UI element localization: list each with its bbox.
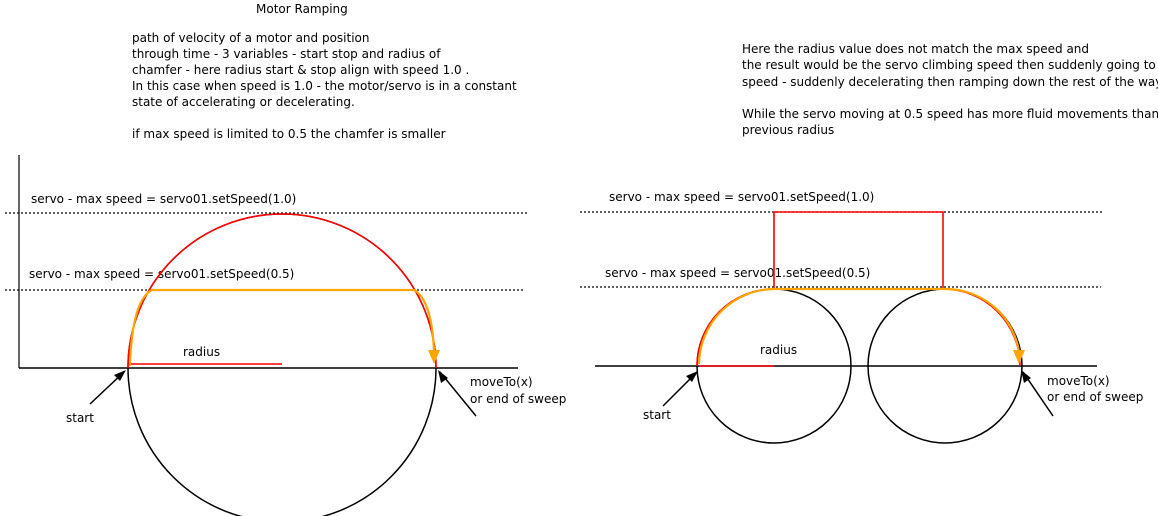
left-speed-05-arrowhead xyxy=(428,350,440,364)
right-diagram: servo - max speed = servo01.setSpeed(1.0… xyxy=(580,190,1143,444)
left-description-line: through time - 3 variables - start stop … xyxy=(132,47,441,61)
left-max-speed-1-label: servo - max speed = servo01.setSpeed(1.0… xyxy=(31,192,296,206)
left-start-label: start xyxy=(66,411,94,425)
left-diagram: servo - max speed = servo01.setSpeed(1.0… xyxy=(5,155,566,516)
right-start-arrowhead xyxy=(686,371,698,382)
left-description-line: if max speed is limited to 0.5 the chamf… xyxy=(132,127,446,141)
right-speed-1-path xyxy=(696,211,1021,367)
page-title: Motor Ramping xyxy=(256,2,348,16)
right-start-label: start xyxy=(643,408,671,422)
left-end-label-line1: moveTo(x) xyxy=(470,375,533,389)
left-description-line: chamfer - here radius start & stop align… xyxy=(132,63,469,77)
right-speed-05-path xyxy=(697,287,1021,365)
right-max-speed-1-label: servo - max speed = servo01.setSpeed(1.0… xyxy=(609,190,874,204)
left-radius-label: radius xyxy=(183,345,220,359)
right-description: Here the radius value does not match the… xyxy=(742,42,1158,137)
left-description-line: In this case when speed is 1.0 - the mot… xyxy=(132,79,517,93)
right-end-label-line1: moveTo(x) xyxy=(1047,374,1110,388)
left-description-line: path of velocity of a motor and position xyxy=(132,31,370,45)
left-speed-05-path xyxy=(128,288,436,367)
right-end-arrowhead xyxy=(1021,370,1031,383)
left-description: path of velocity of a motor and position… xyxy=(132,31,517,141)
right-radius-label: radius xyxy=(760,343,797,357)
right-description-line: While the servo moving at 0.5 speed has … xyxy=(742,107,1158,121)
right-end-label-line2: or end of sweep xyxy=(1047,390,1143,404)
right-max-speed-05-label: servo - max speed = servo01.setSpeed(0.5… xyxy=(605,266,870,280)
left-description-line: state of accelerating or decelerating. xyxy=(132,95,355,109)
right-description-line: Here the radius value does not match the… xyxy=(742,42,1089,56)
left-max-speed-05-label: servo - max speed = servo01.setSpeed(0.5… xyxy=(29,267,294,281)
right-description-line: speed - suddenly decelerating then rampi… xyxy=(742,75,1158,89)
left-start-arrowhead xyxy=(114,370,126,381)
right-description-line: previous radius xyxy=(742,123,834,137)
left-end-arrowhead xyxy=(438,370,448,383)
left-radius-circle xyxy=(127,213,437,516)
left-end-label-line2: or end of sweep xyxy=(470,392,566,406)
right-speed-05-arrowhead xyxy=(1013,350,1025,364)
right-description-line: the result would be the servo climbing s… xyxy=(742,58,1158,72)
